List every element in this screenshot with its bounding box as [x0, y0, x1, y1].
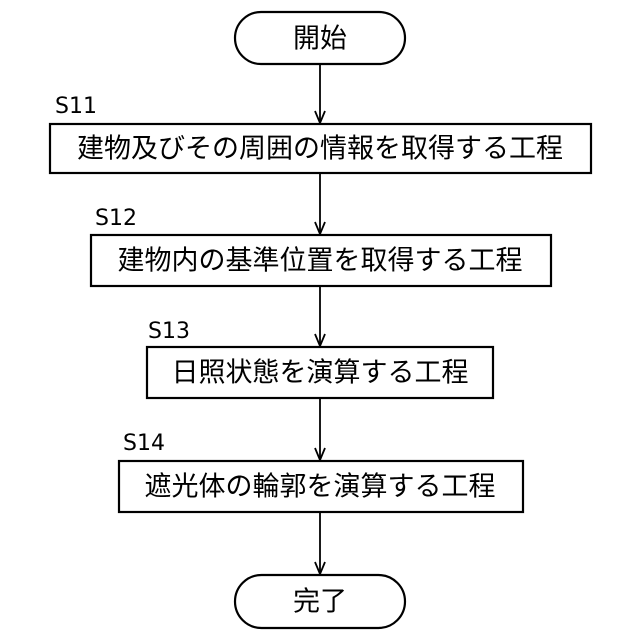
step-id-s13: S13 [148, 319, 190, 344]
start-terminator: 開始 [235, 12, 405, 64]
step-s14: S14 遮光体の輪郭を演算する工程 [119, 431, 523, 512]
step-id-s11: S11 [55, 94, 97, 119]
process-label-s14: 遮光体の輪郭を演算する工程 [145, 472, 496, 503]
process-label-s13: 日照状態を演算する工程 [172, 358, 469, 389]
end-label: 完了 [293, 587, 347, 618]
start-label: 開始 [293, 24, 347, 55]
step-id-s12: S12 [95, 206, 137, 231]
step-id-s14: S14 [123, 431, 165, 456]
end-terminator: 完了 [235, 575, 405, 628]
process-label-s11: 建物及びその周囲の情報を取得する工程 [77, 134, 563, 165]
step-s12: S12 建物内の基準位置を取得する工程 [91, 206, 551, 286]
process-label-s12: 建物内の基準位置を取得する工程 [118, 246, 523, 277]
